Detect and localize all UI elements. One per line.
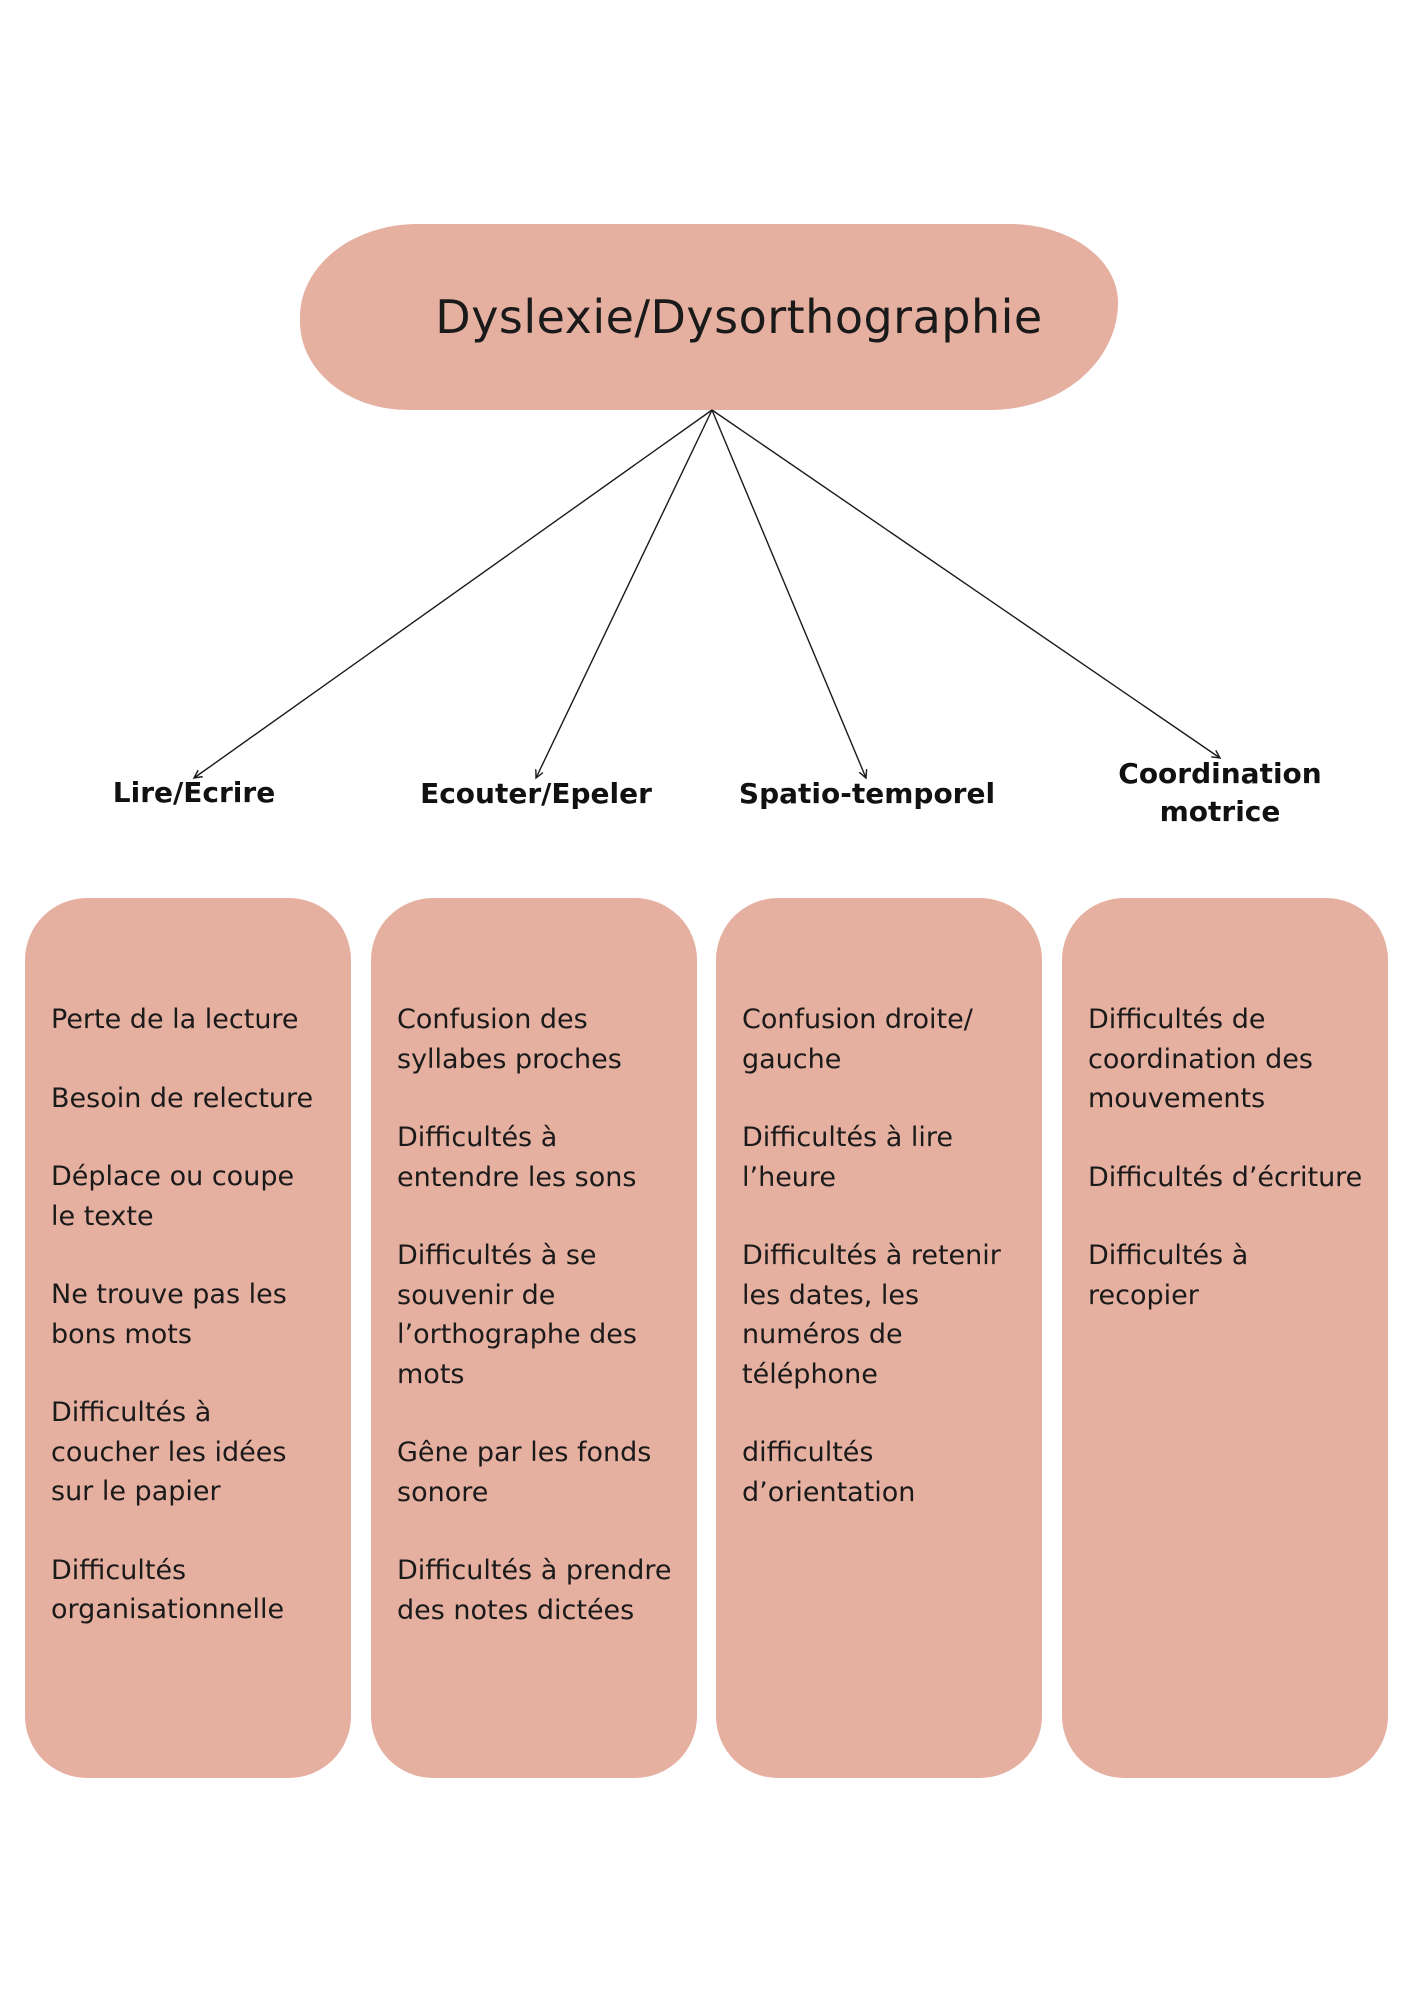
- card-item: Confusion des syllabes proches: [397, 1004, 622, 1075]
- diagram-title: Dyslexie/Dysorthographie: [435, 290, 1043, 344]
- arrow-coordination-motrice: [711, 409, 1220, 758]
- card-item: Difficultés à prendre des notes dictées: [397, 1555, 672, 1626]
- card-coordination-motrice: Difficultés de coordination des mouvemen…: [1062, 898, 1388, 1778]
- arrow-lire-ecrire: [194, 409, 713, 778]
- card-item: Gêne par les fonds sonore: [397, 1437, 652, 1508]
- card-item: Besoin de relecture: [51, 1082, 314, 1114]
- card-item: Difficultés organisationnelle: [51, 1554, 285, 1626]
- arrow-spatio-temporel: [711, 409, 866, 778]
- card-item: Difficultés à retenir les dates, les num…: [742, 1240, 1001, 1390]
- card-item: Difficultés à recopier: [1088, 1240, 1249, 1311]
- card-ecouter-epeler: Confusion des syllabes proches Difficult…: [371, 898, 697, 1778]
- card-item: Difficultés à se souvenir de l’orthograp…: [397, 1240, 637, 1390]
- title-blob: [300, 224, 1118, 410]
- card-lire-ecrire: Perte de la lecture Besoin de relecture …: [25, 898, 351, 1778]
- card-item: difficultés d’orientation: [742, 1437, 916, 1508]
- category-lire-ecrire: Lire/Ecrire: [112, 776, 276, 809]
- category-coordination-motrice: Coordination motrice: [1118, 757, 1322, 828]
- card-item: Difficultés à entendre les sons: [397, 1122, 637, 1193]
- card-item: Déplace ou coupe le texte: [51, 1161, 295, 1232]
- card-spatio-temporel: Confusion droite/ gauche Difficultés à l…: [716, 898, 1042, 1778]
- category-ecouter-epeler: Ecouter/Epeler: [420, 777, 652, 810]
- card-item: Difficultés à coucher les idées sur le p…: [51, 1397, 287, 1507]
- card-item: Difficultés d’écriture: [1088, 1161, 1363, 1193]
- category-spatio-temporel: Spatio-temporel: [738, 777, 996, 810]
- card-item: Difficultés à lire l’heure: [742, 1122, 953, 1193]
- card-item: Difficultés de coordination des mouvemen…: [1088, 1004, 1313, 1114]
- card-item: Perte de la lecture: [51, 1004, 299, 1035]
- arrow-ecouter-epeler: [536, 409, 713, 778]
- card-item: Confusion droite/ gauche: [742, 1004, 973, 1075]
- card-item: Ne trouve pas les bons mots: [51, 1279, 287, 1350]
